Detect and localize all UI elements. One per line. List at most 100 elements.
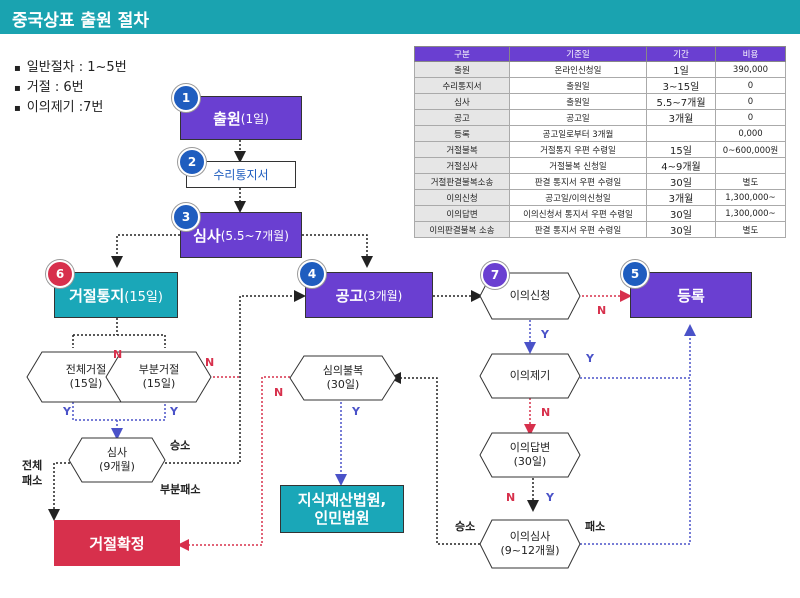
col-header: 기준일 (509, 46, 647, 62)
yes-label: Y (170, 405, 178, 418)
table-cell: 공고일 (509, 109, 647, 126)
table-cell: 거절통지 우편 수령일 (509, 141, 647, 158)
table-cell: 30일 (646, 205, 716, 222)
table-cell (715, 157, 786, 174)
step-filing: 출원(1일) (180, 96, 302, 140)
partial-lose-label: 부분패소 (160, 483, 201, 496)
table-cell: 판결 통지서 우편 수령일 (509, 221, 647, 238)
table-cell: 5.5~7개월 (646, 93, 716, 110)
step-exam-duration: (5.5~7개월) (220, 228, 289, 243)
court-box: 지식재산법원, 인민법원 (280, 485, 404, 533)
table-cell: 공고일/이의신청일 (509, 189, 647, 206)
step-reject-label: 거절통지 (69, 286, 125, 305)
objection-answer-hex (479, 432, 581, 478)
win-label: 승소 (455, 520, 476, 533)
table-cell: 이의판결불복 소송 (414, 221, 510, 238)
no-label: N (205, 356, 215, 369)
table-cell: 3개월 (646, 109, 716, 126)
table-cell: 등록 (414, 125, 510, 142)
table-cell: 1일 (646, 61, 716, 78)
objection-review-hex (479, 519, 581, 569)
table-cell: 출원 (414, 61, 510, 78)
yes-label: Y (352, 405, 360, 418)
objection-answer-label: 이의답변 (30일) (509, 441, 551, 468)
page-title: 중국상표 출원 절차 (12, 11, 149, 31)
yes-label: Y (541, 328, 549, 341)
table-cell: 거절불복 (414, 141, 510, 158)
table-cell: 이의신청서 통지서 우편 수령일 (509, 205, 647, 222)
review-appeal-hex (289, 355, 397, 401)
table-cell: 수리통지서 (414, 77, 510, 94)
step-number-badge: 6 (46, 260, 74, 288)
table-cell: 4~9개월 (646, 157, 716, 174)
yes-label: Y (63, 405, 71, 418)
no-label: N (541, 406, 551, 419)
step-number-badge: 5 (621, 260, 649, 288)
final-rejection-label: 거절확정 (89, 534, 145, 553)
step-number-badge: 7 (481, 261, 509, 289)
table-cell: 거절심사 (414, 157, 510, 174)
step-number-badge: 3 (172, 203, 200, 231)
win-label: 승소 (170, 439, 191, 452)
step-reject-notice: 거절통지(15일) (54, 272, 178, 318)
no-label: N (113, 348, 123, 361)
legend-item: 일반절차 : 1~5번 (14, 58, 127, 78)
yes-label: Y (586, 352, 594, 365)
table-cell: 별도 (715, 221, 786, 238)
full-reject-label: 전체거절 (15일) (65, 363, 107, 390)
table-cell: 공고 (414, 109, 510, 126)
table-cell: 15일 (646, 141, 716, 158)
lose-label: 패소 (585, 520, 606, 533)
step-number-badge: 1 (172, 84, 200, 112)
table-cell: 거절불복 신청일 (509, 157, 647, 174)
objection-hex (479, 353, 581, 399)
table-cell: 0~600,000원 (715, 141, 786, 158)
legend-list: 일반절차 : 1~5번 거절 : 6번 이의제기 :7번 (14, 58, 127, 118)
legend-item: 거절 : 6번 (14, 78, 127, 98)
title-bar: 중국상표 출원 절차 (0, 0, 800, 34)
table-cell: 3~15일 (646, 77, 716, 94)
table-cell: 별도 (715, 173, 786, 190)
step-publication: 공고(3개월) (305, 272, 433, 318)
table-cell: 출원일 (509, 77, 647, 94)
table-cell: 0,000 (715, 125, 786, 142)
table-cell: 온라인신청일 (509, 61, 647, 78)
no-label: N (597, 304, 607, 317)
no-label: N (274, 386, 284, 399)
table-cell: 0 (715, 109, 786, 126)
objection-review-label: 이의심사 (9~12개월) (500, 530, 560, 557)
step-filing-duration: (1일) (240, 111, 269, 126)
table-cell: 0 (715, 93, 786, 110)
step-exam-label: 심사 (193, 226, 221, 245)
table-cell: 출원일 (509, 93, 647, 110)
step-pub-duration: (3개월) (363, 288, 403, 303)
table-cell: 1,300,000~ (715, 189, 786, 206)
review-hex (68, 437, 166, 483)
step-reg-label: 등록 (677, 286, 705, 305)
table-cell (646, 125, 716, 142)
review-label: 심사 (9개월) (99, 446, 135, 473)
table-cell: 1,300,000~ (715, 205, 786, 222)
step-number-badge: 2 (178, 148, 206, 176)
table-cell: 심사 (414, 93, 510, 110)
partial-reject-label: 부분거절 (15일) (138, 363, 180, 390)
full-lose-label: 전체 패소 (22, 459, 43, 487)
legend-item: 이의제기 :7번 (14, 98, 127, 118)
step-pub-label: 공고 (335, 286, 364, 305)
step-number-badge: 4 (298, 260, 326, 288)
objection-apply-label: 이의신청 (509, 289, 551, 302)
review-appeal-label: 심의불복 (30일) (322, 364, 364, 391)
table-header-row: 구분 기준일 기간 비용 (414, 46, 786, 62)
table-cell: 0 (715, 77, 786, 94)
table-cell: 390,000 (715, 61, 786, 78)
